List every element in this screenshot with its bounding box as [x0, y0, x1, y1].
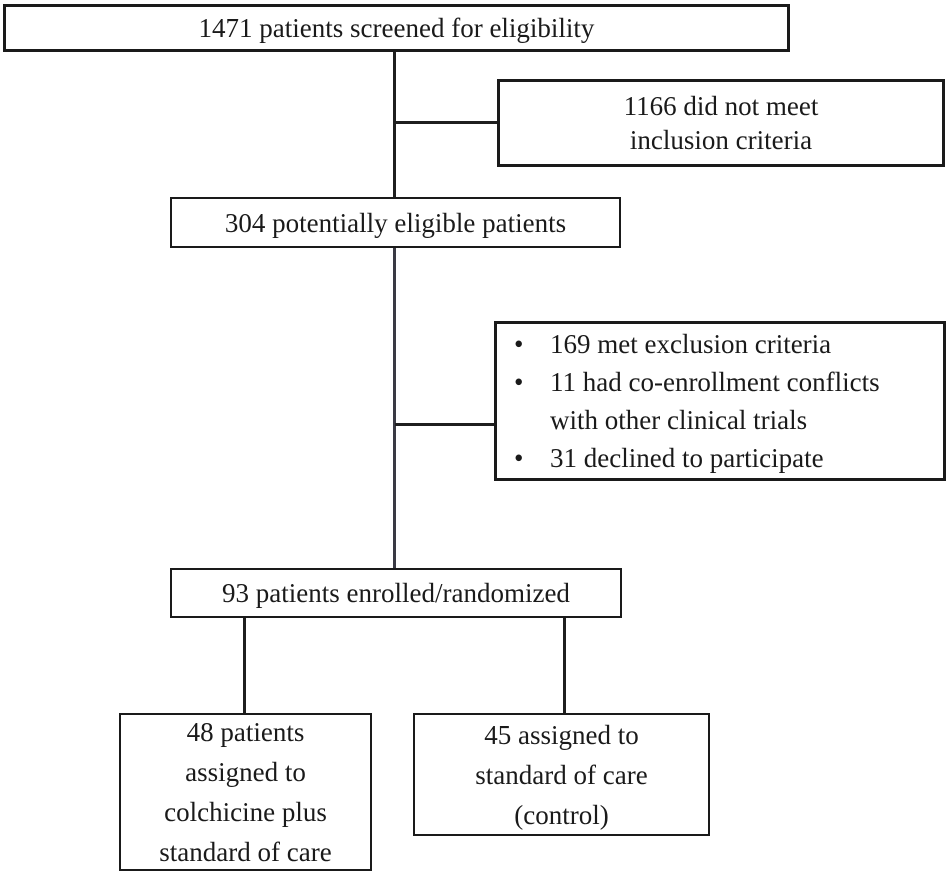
node-enrolled-label: 93 patients enrolled/randomized: [222, 578, 570, 608]
node-control-line: (control): [514, 799, 609, 830]
node-colchicine-line: assigned to: [185, 757, 306, 787]
node-not-included-line: inclusion criteria: [629, 125, 813, 155]
node-not-included-line: 1166 did not meet: [623, 91, 819, 121]
connector-enrolled-to-control: [563, 616, 566, 715]
node-control-line: standard of care: [475, 759, 648, 790]
node-not-included: 1166 did not meet inclusion criteria: [497, 79, 945, 167]
excluded-reason-item: 31 declined to participate: [514, 439, 931, 477]
connector-branch-excluded: [395, 423, 496, 426]
node-colchicine-line: colchicine plus: [164, 797, 327, 827]
node-enrolled: 93 patients enrolled/randomized: [170, 568, 622, 618]
excluded-reason-item: 169 met exclusion criteria: [514, 325, 931, 363]
node-screened: 1471 patients screened for eligibility: [3, 4, 790, 52]
node-control-line: 45 assigned to: [484, 719, 639, 750]
node-colchicine-line: standard of care: [159, 837, 332, 867]
node-colchicine-arm: 48 patients assigned to colchicine plus …: [119, 713, 372, 871]
node-colchicine-line: 48 patients: [186, 717, 305, 747]
node-eligible-label: 304 potentially eligible patients: [224, 207, 567, 238]
connector-enrolled-to-colchicine: [243, 616, 246, 715]
node-control-arm: 45 assigned to standard of care (control…: [413, 713, 710, 836]
node-screened-label: 1471 patients screened for eligibility: [198, 13, 595, 43]
node-eligible: 304 potentially eligible patients: [170, 197, 621, 248]
excluded-reason-item: 11 had co-enrollment conflicts with othe…: [514, 363, 931, 439]
connector-screened-to-eligible: [393, 51, 396, 199]
excluded-reason-list: 169 met exclusion criteria 11 had co-enr…: [497, 325, 943, 477]
connector-eligible-to-enrolled: [393, 246, 396, 570]
node-excluded: 169 met exclusion criteria 11 had co-enr…: [494, 321, 946, 481]
connector-branch-not-included: [395, 121, 499, 124]
